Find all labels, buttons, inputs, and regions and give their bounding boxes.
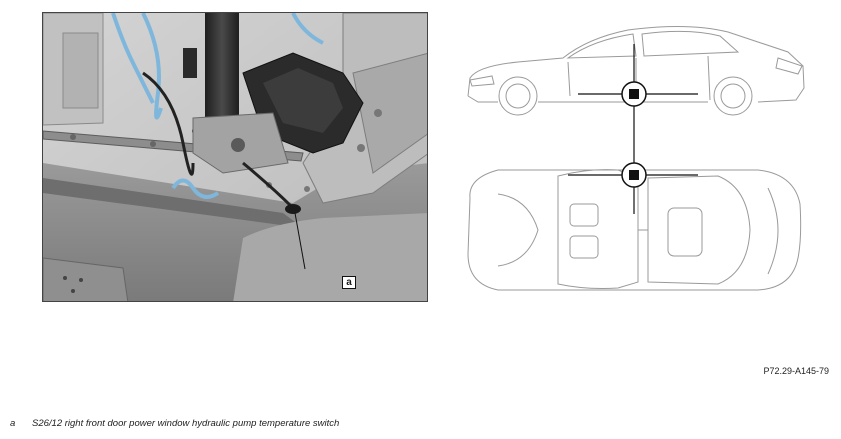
- figure-reference-code: P72.29-A145-79: [763, 366, 829, 376]
- vehicle-location-diagram: [458, 18, 810, 302]
- legend-text: S26/12 right front door power window hyd…: [32, 418, 340, 429]
- vehicle-side-view-icon: [467, 25, 805, 116]
- door-interior-drawing: [43, 13, 427, 301]
- component-illustration: a: [42, 12, 428, 302]
- location-crosshair-icon: [621, 162, 647, 188]
- vehicle-top-view-icon: [467, 169, 802, 291]
- callout-label-a: a: [342, 276, 356, 289]
- legend-key: a: [10, 418, 16, 429]
- location-crosshair-icon: [621, 81, 647, 107]
- legend-item: a S26/12 right front door power window hy…: [10, 418, 339, 429]
